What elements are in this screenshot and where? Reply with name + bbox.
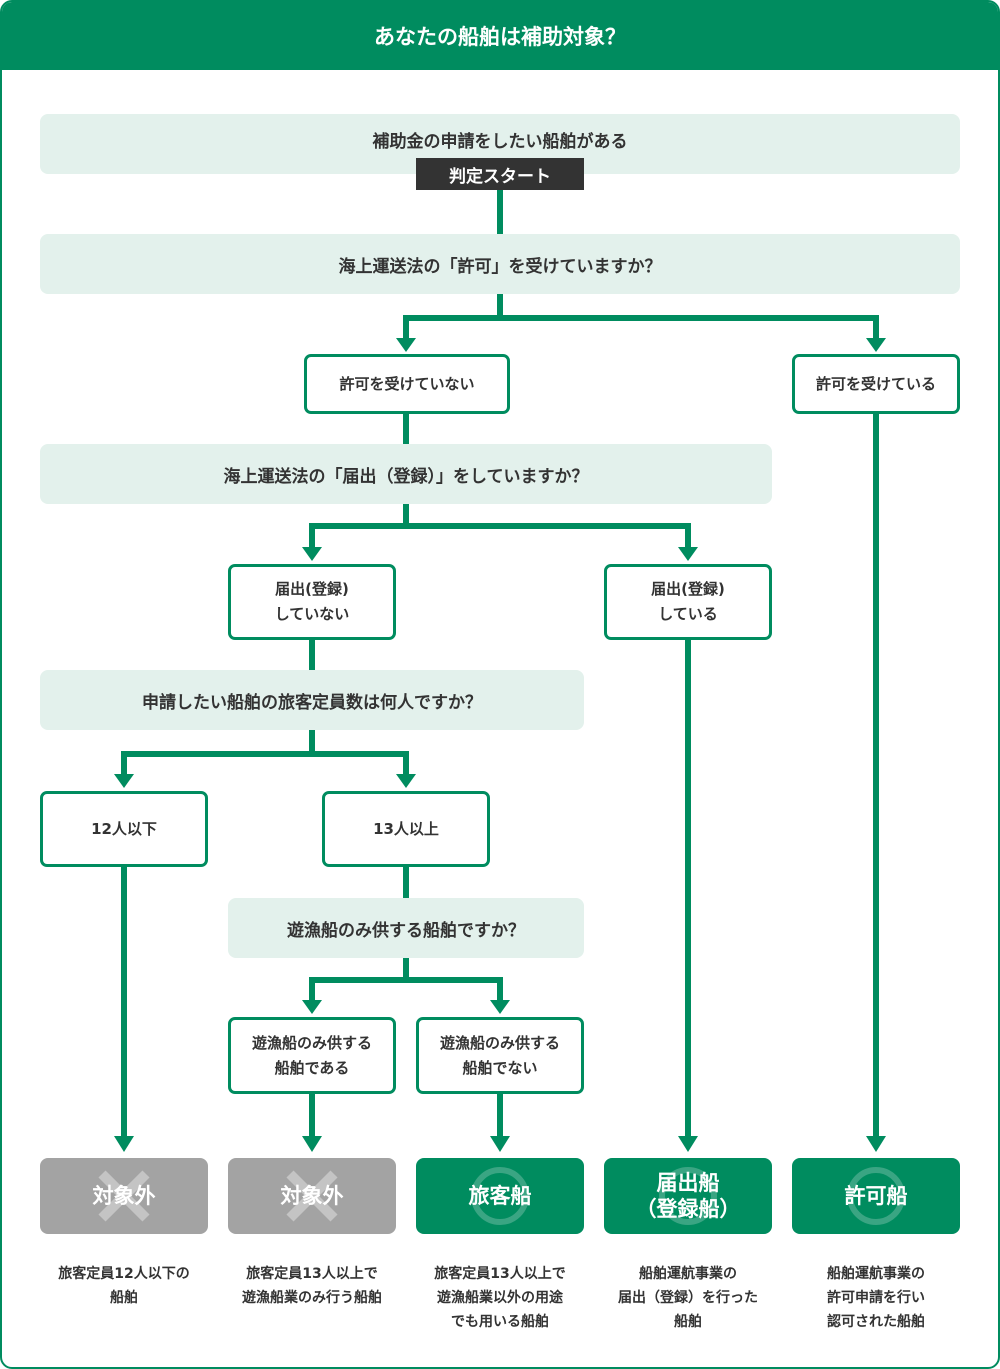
option-notification-no[interactable]: 届出(登録) していない [228, 564, 396, 640]
description-line: 船舶運航事業の [639, 1266, 737, 1282]
option-label: 許可を受けている [815, 374, 936, 393]
start-button[interactable]: 判定スタート [416, 158, 584, 190]
circle-icon [471, 1167, 529, 1225]
circle-icon [659, 1167, 717, 1225]
circle-icon [847, 1167, 905, 1225]
result-notified-ship: 届出船（登録船） [604, 1158, 772, 1234]
option-label: していない [274, 605, 350, 623]
arrow-down-icon [302, 547, 322, 561]
question-fishing: 遊漁船のみ供する船舶ですか？ [228, 898, 584, 958]
connector [309, 956, 409, 1004]
arrow-down-icon [678, 547, 698, 561]
option-fishing-only-no[interactable]: 遊漁船のみ供する船舶でない [416, 1017, 584, 1094]
connector [309, 502, 409, 551]
cross-icon [286, 1170, 338, 1222]
option-capacity-13-or-more[interactable]: 13人以上 [322, 791, 490, 867]
option-label: 届出(登録) [651, 580, 725, 598]
result-not-eligible-fishing: 対象外 [228, 1158, 396, 1234]
option-label: 船舶である [274, 1058, 350, 1077]
connector [312, 751, 409, 778]
option-label: 13人以上 [373, 819, 439, 838]
connector [406, 523, 691, 551]
description-line: 届出（登録）を行った [618, 1290, 758, 1306]
description-line: 遊漁船業のみ行う船舶 [242, 1290, 382, 1306]
arrow-down-icon [396, 338, 416, 352]
option-label: 船舶でない [462, 1058, 538, 1077]
option-label: している [658, 605, 718, 623]
question-capacity: 申請したい船舶の旅客定員数は何人ですか？ [40, 670, 584, 730]
result-label: 対象外 [92, 1184, 156, 1208]
page-title: あなたの船舶は補助対象？ [2, 2, 998, 70]
description-line: 船舶 [110, 1290, 138, 1306]
arrow-down-icon [114, 1136, 134, 1152]
description-line: 旅客定員12人以下の [58, 1266, 190, 1282]
connector [500, 315, 879, 342]
option-capacity-12-or-less[interactable]: 12人以下 [40, 791, 208, 867]
result-label: 届出船 [656, 1171, 720, 1195]
option-fishing-only-yes[interactable]: 遊漁船のみ供する船舶である [228, 1017, 396, 1094]
result-label-sub: （登録船） [635, 1197, 741, 1221]
question-permit: 海上運送法の「許可」を受けていますか？ [40, 234, 960, 294]
question-notification: 海上運送法の「届出（登録）」をしていますか？ [40, 444, 772, 504]
description-line: 船舶 [674, 1314, 702, 1330]
option-label: 許可を受けていない [339, 374, 475, 393]
option-label: 遊漁船のみ供する [251, 1033, 372, 1052]
result-description: 船舶運航事業の 許可申請を行い 認可された船舶 [782, 1262, 970, 1334]
option-label: 12人以下 [91, 819, 157, 838]
result-permitted-ship: 許可船 [792, 1158, 960, 1234]
connector [403, 294, 503, 342]
option-notification-yes[interactable]: 届出(登録) している [604, 564, 772, 640]
arrow-down-icon [490, 1136, 510, 1152]
description-line: でも用いる船舶 [451, 1314, 549, 1330]
start-question-text: 補助金の申請をしたい船舶がある [372, 132, 628, 152]
result-label: 許可船 [844, 1184, 908, 1208]
description-line: 船舶運航事業の [827, 1266, 925, 1282]
result-label: 旅客船 [468, 1184, 532, 1208]
description-line: 認可された船舶 [827, 1314, 925, 1330]
result-description: 旅客定員12人以下の 船舶 [30, 1262, 218, 1310]
description-line: 許可申請を行い [827, 1290, 925, 1306]
arrow-down-icon [678, 1136, 698, 1152]
result-not-eligible-12: 対象外 [40, 1158, 208, 1234]
arrow-down-icon [866, 338, 886, 352]
description-line: 遊漁船業以外の用途 [437, 1290, 563, 1306]
option-permit-yes[interactable]: 許可を受けている [792, 354, 960, 414]
connector [121, 730, 315, 778]
arrow-down-icon [302, 1000, 322, 1014]
arrow-down-icon [114, 774, 134, 788]
result-description: 旅客定員13人以上で 遊漁船業以外の用途 でも用いる船舶 [406, 1262, 594, 1334]
arrow-down-icon [396, 774, 416, 788]
option-permit-no[interactable]: 許可を受けていない [304, 354, 510, 414]
description-line: 旅客定員13人以上で [246, 1266, 378, 1282]
result-label: 対象外 [280, 1184, 344, 1208]
result-description: 船舶運航事業の 届出（登録）を行った 船舶 [594, 1262, 782, 1334]
arrow-down-icon [302, 1136, 322, 1152]
description-line: 旅客定員13人以上で [434, 1266, 566, 1282]
arrow-down-icon [866, 1136, 886, 1152]
connector [406, 977, 503, 1004]
option-label: 遊漁船のみ供する [439, 1033, 560, 1052]
result-passenger-ship: 旅客船 [416, 1158, 584, 1234]
cross-icon [98, 1170, 150, 1222]
arrow-down-icon [490, 1000, 510, 1014]
option-label: 届出(登録) [275, 580, 349, 598]
result-description: 旅客定員13人以上で 遊漁船業のみ行う船舶 [218, 1262, 406, 1310]
